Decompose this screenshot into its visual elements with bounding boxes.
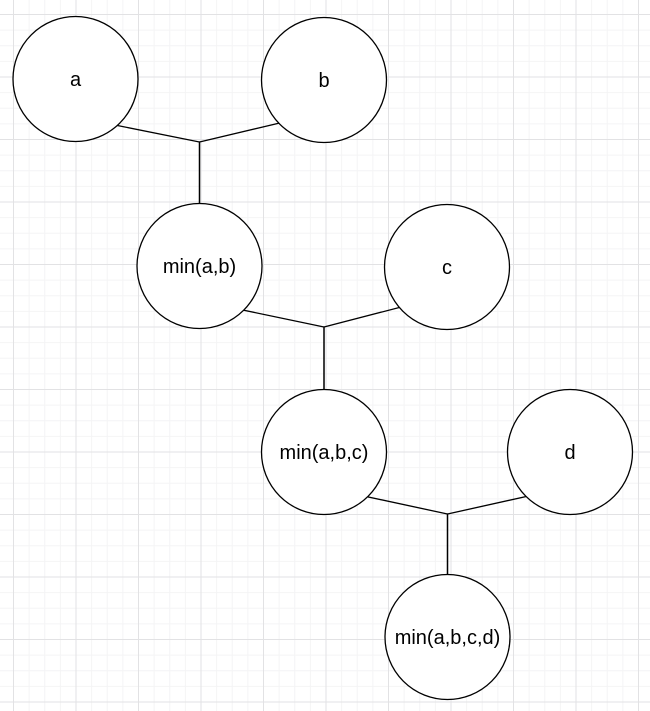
node-min-abc[interactable] [260,388,388,516]
node-label-a: a [70,69,82,91]
edge-min-abc-to-min-abcd[interactable] [358,494,449,576]
edge-b-to-min-ab[interactable] [198,120,287,206]
node-label-c: c [442,257,452,279]
node-label-d: d [564,442,575,464]
node-a[interactable] [12,15,139,143]
node-b[interactable] [260,16,388,144]
node-c[interactable] [383,203,511,331]
node-label-min-ab: min(a,b) [163,256,236,278]
node-label-min-abc: min(a,b,c) [280,442,369,464]
node-min-ab[interactable] [136,202,263,330]
edge-a-to-min-ab[interactable] [109,123,201,205]
edge-d-to-min-abcd[interactable] [446,494,534,576]
node-min-abcd[interactable] [384,573,511,701]
edge-c-to-min-abc[interactable] [323,304,408,392]
edge-min-ab-to-min-abc[interactable] [232,307,325,391]
node-d[interactable] [506,388,634,516]
node-label-b: b [318,70,329,92]
node-label-min-abcd: min(a,b,c,d) [395,627,501,649]
